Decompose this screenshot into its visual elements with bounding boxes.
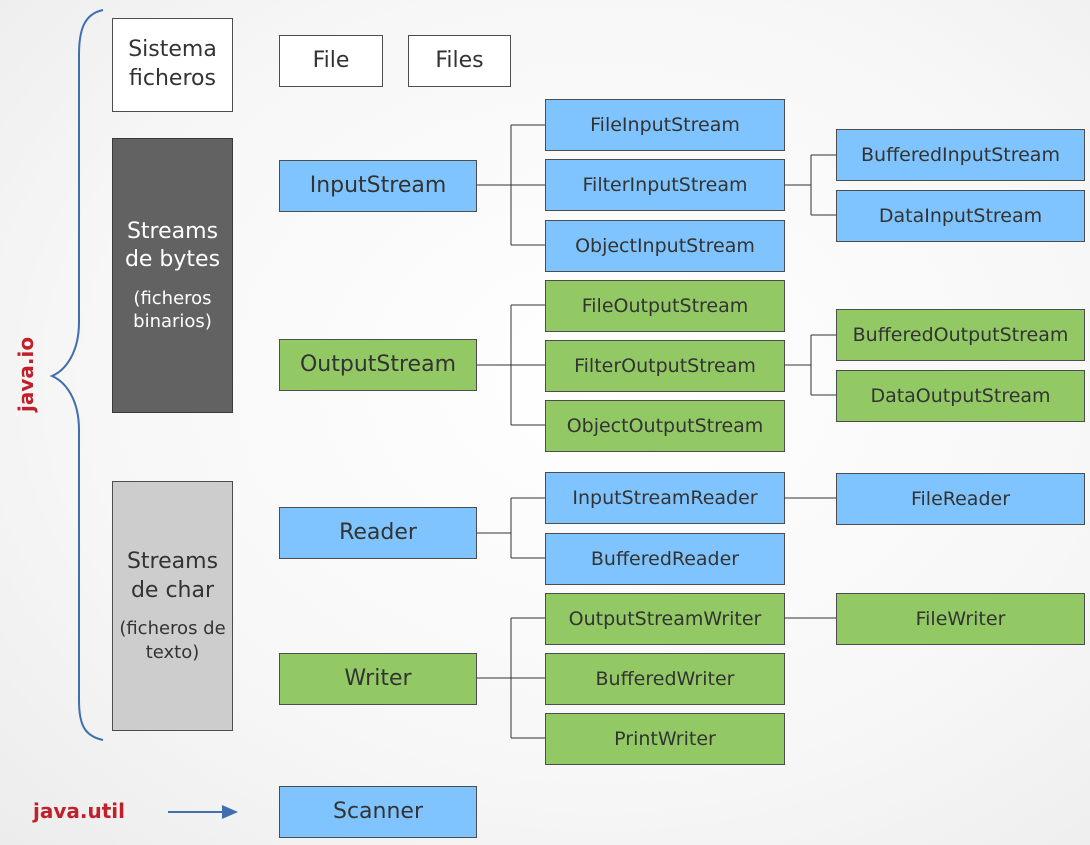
connector-outputstream xyxy=(476,304,545,426)
class-inputstream: InputStream xyxy=(279,160,477,212)
class-objectinputstream: ObjectInputStream xyxy=(545,220,785,272)
category-streams-bytes: Streams de bytes (ficheros binarios) xyxy=(112,138,233,413)
java-util-arrow-head xyxy=(222,805,238,819)
class-outputstream: OutputStream xyxy=(279,339,477,391)
connector-filteroutputstream xyxy=(784,334,836,396)
category-streams-bytes-title: Streams de bytes xyxy=(124,218,221,273)
class-filewriter: FileWriter xyxy=(836,593,1085,645)
class-bufferedinputstream: BufferedInputStream xyxy=(836,129,1085,181)
class-scanner: Scanner xyxy=(279,786,477,838)
category-streams-bytes-subtitle: (ficheros binarios) xyxy=(133,287,212,333)
category-sistema-ficheros: Sistema ficheros xyxy=(112,18,233,112)
java-io-brace xyxy=(49,9,104,741)
class-printwriter: PrintWriter xyxy=(545,713,785,765)
class-filereader: FileReader xyxy=(836,473,1085,525)
connector-filterinputstream xyxy=(784,154,836,216)
category-sistema-ficheros-title: Sistema ficheros xyxy=(128,37,217,91)
class-filteroutputstream: FilterOutputStream xyxy=(545,340,785,392)
class-bufferedwriter: BufferedWriter xyxy=(545,653,785,705)
class-bufferedreader: BufferedReader xyxy=(545,533,785,585)
class-dataoutputstream: DataOutputStream xyxy=(836,370,1085,422)
java-io-label: java.io xyxy=(14,336,38,412)
class-objectoutputstream: ObjectOutputStream xyxy=(545,400,785,452)
class-inputstreamreader: InputStreamReader xyxy=(545,472,785,524)
class-reader: Reader xyxy=(279,507,477,559)
class-filterinputstream: FilterInputStream xyxy=(545,159,785,211)
class-file: File xyxy=(279,35,383,87)
connector-writer xyxy=(476,617,545,739)
connector-reader xyxy=(476,497,545,559)
class-datainputstream: DataInputStream xyxy=(836,190,1085,242)
connector-inputstream xyxy=(476,124,545,246)
class-outputstreamwriter: OutputStreamWriter xyxy=(545,593,785,645)
category-streams-char-subtitle: (ficheros de texto) xyxy=(119,618,226,663)
class-fileoutputstream: FileOutputStream xyxy=(545,280,785,332)
category-streams-char-title: Streams de char xyxy=(126,549,219,603)
class-fileinputstream: FileInputStream xyxy=(545,99,785,151)
class-bufferedoutputstream: BufferedOutputStream xyxy=(836,309,1085,361)
java-util-label: java.util xyxy=(33,799,125,823)
class-files: Files xyxy=(408,35,511,87)
category-streams-char: Streams de char (ficheros de texto) xyxy=(112,481,233,731)
class-writer: Writer xyxy=(279,653,477,705)
